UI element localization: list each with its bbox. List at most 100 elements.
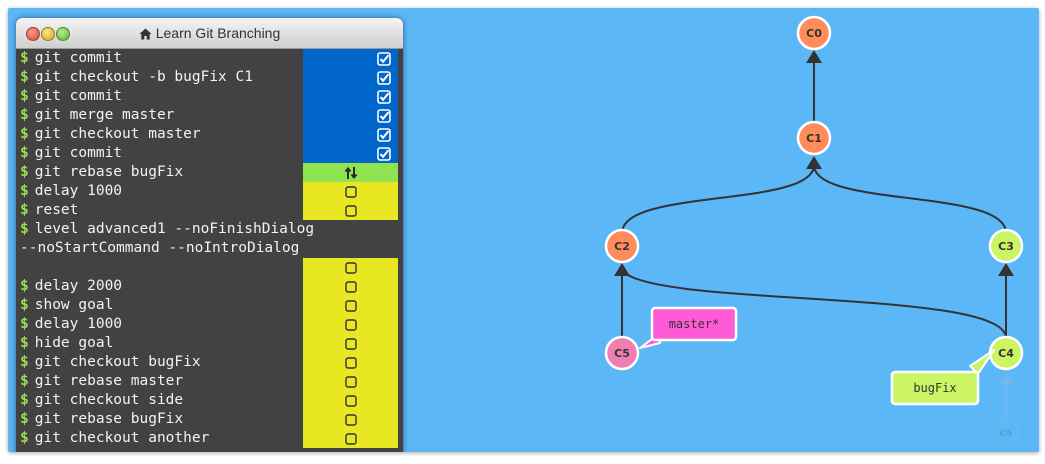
prompt-symbol: $ [20,183,29,199]
prompt-symbol: $ [20,411,29,427]
command-row[interactable]: $ git rebase bugFix [16,410,403,429]
checked-box-icon [303,87,398,106]
edge-c4-c2 [621,269,1007,339]
commit-c3[interactable]: C3 [988,228,1024,264]
commit-label: C5 [1000,429,1013,439]
commit-circle [796,15,832,51]
command-row[interactable]: $git checkout -b bugFix C1 [16,68,403,87]
command-text: hide goal [34,335,114,351]
command-row[interactable]: $ [16,258,403,277]
checked-box-icon [303,106,398,125]
edge-c2-c1 [621,164,815,234]
commit-c0[interactable]: C0 [796,15,832,51]
commit-label: C0 [806,27,822,40]
command-row[interactable]: $ delay 1000 [16,182,403,201]
prompt-symbol: $ [20,126,29,142]
checked-box-icon [303,125,398,144]
command-row[interactable]: $git checkout another [16,429,403,448]
command-text: delay 2000 [34,278,123,294]
prompt-symbol: $ [20,69,29,85]
prompt-symbol: $ [20,297,29,313]
command-history-window: Learn Git Branching $git commit$git chec… [16,18,403,452]
window-title: Learn Git Branching [16,25,403,41]
command-row[interactable]: $ git commit [16,87,403,106]
command-text: git merge master [34,107,175,123]
checked-box-icon [303,144,398,163]
command-list: $git commit$git checkout -b bugFix C1$gi… [16,49,403,448]
command-text: --noStartCommand --noIntroDialog [20,240,300,256]
command-text: git checkout side [34,392,184,408]
command-row[interactable]: $ delay 1000 [16,315,403,334]
command-row[interactable]: $--noStartCommand --noIntroDialog [16,239,403,258]
command-text: git checkout master [34,126,201,142]
unchecked-box-icon [303,277,398,296]
arrow-c1 [806,156,822,169]
close-window-button[interactable] [26,27,40,41]
command-text: git commit [34,50,123,66]
commit-c5ghost[interactable]: C5 [993,419,1019,445]
minimize-window-button[interactable] [41,27,55,41]
prompt-symbol: $ [20,316,29,332]
commit-circle [993,419,1019,445]
command-row[interactable]: $git rebase bugFix [16,163,403,182]
commit-circle [796,120,832,156]
commit-label: C5 [614,347,630,360]
command-row[interactable]: $ git commit [16,144,403,163]
commit-c4[interactable]: C4 [988,335,1024,371]
command-row[interactable]: $git checkout side [16,391,403,410]
prompt-symbol: $ [20,335,29,351]
unchecked-box-icon [303,334,398,353]
prompt-symbol: $ [20,145,29,161]
prompt-symbol: $ [20,107,29,123]
unchecked-box-icon [303,391,398,410]
prompt-symbol: $ [20,202,29,218]
unchecked-box-icon [303,201,398,220]
prompt-symbol: $ [20,88,29,104]
unchecked-box-icon [303,353,398,372]
command-row[interactable]: $ git checkout master [16,125,403,144]
command-text: delay 1000 [34,183,123,199]
branch-bugfix[interactable]: bugFix [890,349,995,406]
branch-bugfix-label: bugFix [913,381,956,395]
window-titlebar[interactable]: Learn Git Branching [16,18,403,49]
command-text: git rebase bugFix [34,164,184,180]
command-text: delay 1000 [34,316,123,332]
window-title-text: Learn Git Branching [155,25,281,41]
branch-master[interactable]: master* [639,306,738,349]
command-row[interactable]: $ hide goal [16,334,403,353]
command-text: show goal [34,297,114,313]
arrow-c0 [806,50,822,63]
unchecked-box-icon [303,315,398,334]
command-row[interactable]: $git rebase master [16,372,403,391]
prompt-symbol: $ [20,278,29,294]
checked-box-icon [303,68,398,87]
home-icon [139,28,152,40]
command-row[interactable]: $ delay 2000 [16,277,403,296]
running-arrows-icon [303,163,398,182]
command-text: git commit [34,145,123,161]
commit-c2[interactable]: C2 [604,228,640,264]
command-row[interactable]: $git commit [16,49,403,68]
arrow-c2 [614,263,630,276]
commit-label: C2 [614,240,630,253]
unchecked-box-icon [303,296,398,315]
command-row[interactable]: $ show goal [16,296,403,315]
command-row[interactable]: $reset [16,201,403,220]
commit-label: C1 [806,132,822,145]
command-text: git checkout another [34,430,210,446]
unchecked-box-icon [303,410,398,429]
maximize-window-button[interactable] [56,27,70,41]
unchecked-box-icon [303,372,398,391]
command-row[interactable]: $ git merge master [16,106,403,125]
command-text: git rebase bugFix [34,411,184,427]
command-text: level advanced1 --noFinishDialog [34,221,315,237]
command-row[interactable]: $git checkout bugFix [16,353,403,372]
commit-circle [604,228,640,264]
commit-c5[interactable]: C5 [604,335,640,371]
unchecked-box-icon [303,258,398,277]
commit-circle [604,335,640,371]
commit-c1[interactable]: C1 [796,120,832,156]
command-row[interactable]: $level advanced1 --noFinishDialog [16,220,403,239]
command-text: git commit [34,88,123,104]
